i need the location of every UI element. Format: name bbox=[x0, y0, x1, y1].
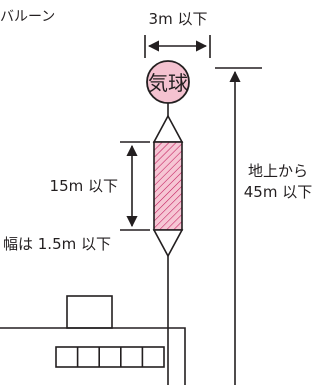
diameter-limit-label: 3m 以下 bbox=[149, 10, 208, 28]
banner-length-label: 15m 以下 bbox=[50, 177, 118, 195]
height-limit-line-1: 地上から bbox=[248, 162, 308, 180]
balloon-label: 気球 bbox=[148, 71, 188, 95]
advertising-banner bbox=[153, 141, 183, 231]
rooftop-structure bbox=[66, 295, 113, 329]
banner-width-label: 幅は 1.5m 以下 bbox=[3, 235, 111, 253]
header-fragment: バルーン bbox=[0, 9, 55, 25]
banner-top-cone bbox=[152, 114, 184, 143]
height-limit-line-2: 45m 以下 bbox=[244, 183, 312, 201]
building-windows bbox=[55, 346, 165, 368]
banner-bottom-cone bbox=[152, 229, 184, 258]
building-outline bbox=[0, 327, 186, 385]
